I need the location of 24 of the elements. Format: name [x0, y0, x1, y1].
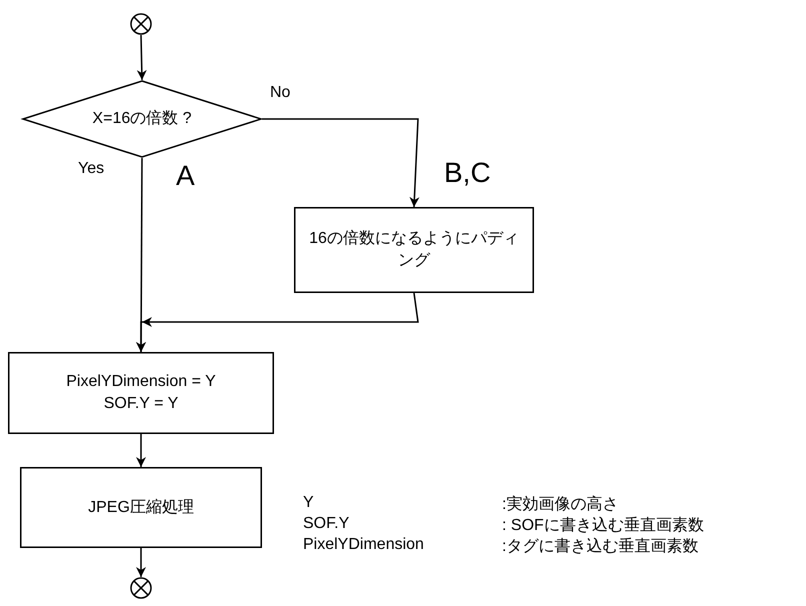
arrow	[136, 548, 146, 577]
note-text: Y	[303, 494, 314, 512]
arrow	[136, 34, 147, 80]
case-label: A	[176, 160, 195, 192]
decision-diamond	[22, 80, 262, 158]
process-text: PixelYDimension = Y	[66, 372, 216, 392]
process-text: SOF.Y = Y	[104, 394, 178, 414]
process-box	[20, 467, 262, 548]
terminal-circle	[130, 13, 152, 35]
process-box	[8, 352, 274, 434]
process-text: JPEG圧縮処理	[88, 498, 194, 518]
process-text: 16の倍数になるようにパディング	[309, 228, 519, 271]
terminal-circle	[130, 577, 152, 599]
case-label: B,C	[444, 157, 491, 189]
note-text: PixelYDimension	[303, 536, 424, 554]
arrow	[136, 434, 146, 467]
process-box	[294, 207, 534, 293]
note-text: SOF.Y	[303, 515, 350, 533]
arrow	[262, 118, 420, 208]
decision-text: X=16の倍数 ?	[92, 108, 192, 130]
arrow	[136, 292, 419, 352]
note-text: : SOFに書き込む垂直画素数	[502, 516, 704, 536]
note-text: :実効画像の高さ	[502, 494, 618, 515]
note-text: :タグに書き込む垂直画素数	[502, 536, 698, 557]
